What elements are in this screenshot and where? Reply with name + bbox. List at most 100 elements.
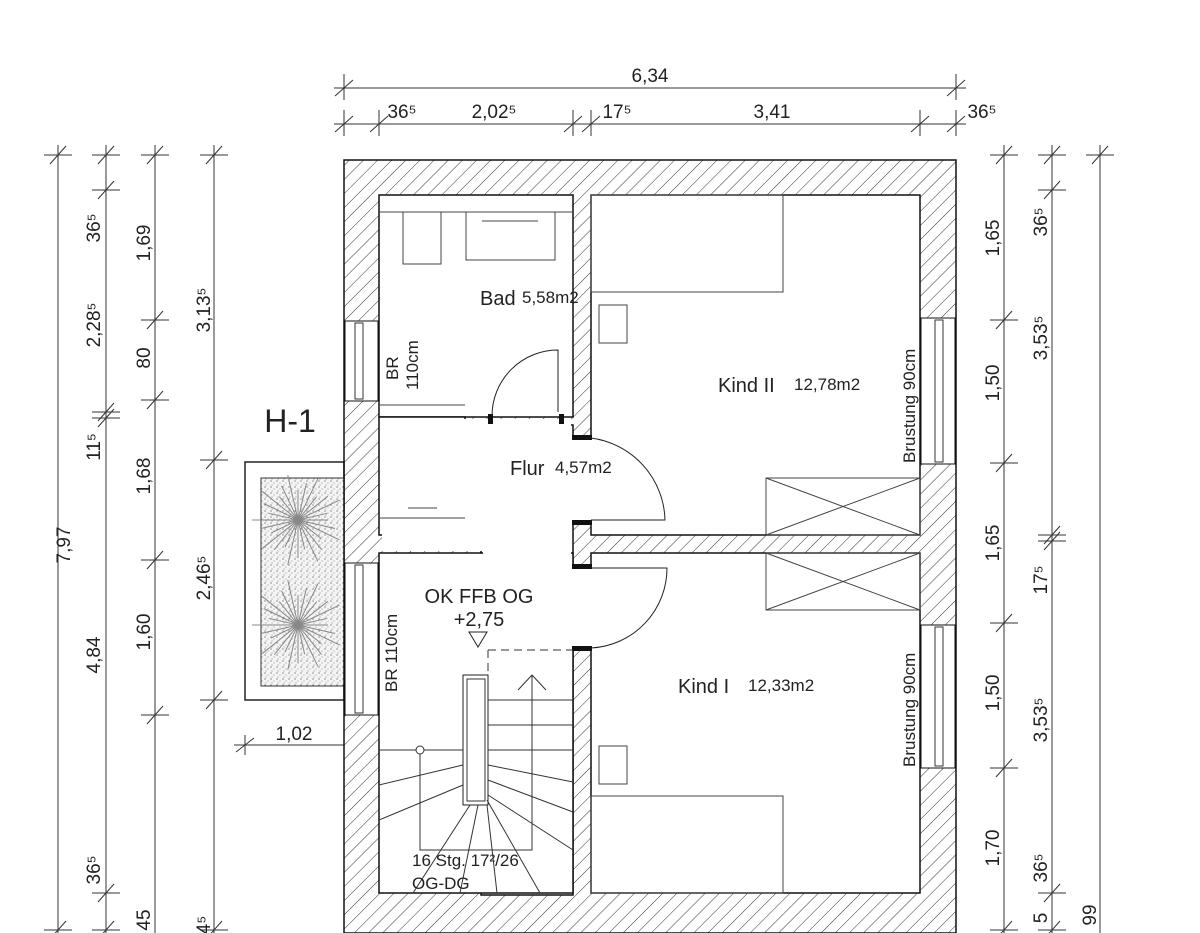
dimension-tick bbox=[270, 624, 299, 639]
dimension-tick bbox=[287, 475, 299, 521]
plan-title: H-1 bbox=[264, 403, 316, 439]
br-note: 110cm bbox=[403, 340, 422, 390]
dimension-tick bbox=[261, 490, 299, 521]
dimension-tick bbox=[146, 390, 164, 410]
dimension-tick bbox=[581, 115, 601, 133]
dimension-tick bbox=[334, 79, 354, 97]
dimension-tick bbox=[946, 79, 966, 97]
side-dimensions bbox=[44, 145, 1114, 933]
dimension-tick bbox=[146, 550, 164, 570]
dim-label: 4⁵ bbox=[194, 916, 215, 933]
dim-label: 1,50 bbox=[983, 675, 1004, 712]
dimension-tick bbox=[273, 519, 299, 551]
room-name-kind-2: Kind II bbox=[718, 375, 775, 397]
dimension-tick bbox=[1000, 920, 1013, 933]
dim-label: 7,97 bbox=[54, 527, 75, 564]
dim-top-seg: 2,02⁵ bbox=[472, 102, 517, 123]
dim-total-width: 6,34 bbox=[632, 66, 669, 87]
dimension-tick bbox=[281, 590, 299, 626]
dimension-tick bbox=[1048, 920, 1061, 933]
walls bbox=[343, 159, 957, 933]
dimension-tick bbox=[297, 496, 318, 521]
dimension-tick bbox=[102, 920, 115, 933]
dimension-tick bbox=[287, 519, 299, 565]
dimension-tick bbox=[284, 624, 299, 653]
room-area-kind-2: 12,78m2 bbox=[794, 375, 860, 394]
dimension-tick bbox=[297, 624, 319, 667]
dimension-tick bbox=[563, 115, 583, 133]
dimension-tick bbox=[297, 600, 329, 626]
dimension-tick bbox=[97, 883, 115, 903]
dimension-tick bbox=[287, 624, 299, 670]
dim-label: 3,13⁵ bbox=[194, 288, 215, 333]
room-name-flur: Flur bbox=[510, 458, 545, 480]
dimension-tick bbox=[97, 145, 115, 165]
brustung-note: Brustung 90cm bbox=[900, 349, 919, 463]
dimension-tick bbox=[995, 613, 1013, 633]
dimension-tick bbox=[210, 920, 223, 933]
dimension-tick bbox=[297, 519, 323, 551]
stair-note: OG-DG bbox=[412, 874, 470, 893]
dim-label: 1,68 bbox=[134, 458, 155, 495]
dim-label: 1,60 bbox=[134, 614, 155, 651]
balcony-dim: 1,02 bbox=[276, 724, 313, 745]
dimension-tick bbox=[297, 624, 336, 634]
dim-label: 36⁵ bbox=[1031, 207, 1052, 236]
dim-top-seg: 17⁵ bbox=[602, 102, 631, 123]
right-dimension-labels: 1,65 1,50 1,65 1,50 1,70 36⁵ 3,53⁵ 17⁵ 3… bbox=[983, 207, 1101, 925]
dimension-tick bbox=[946, 115, 966, 133]
dimension-tick bbox=[146, 145, 164, 165]
dim-label: 1,69 bbox=[134, 225, 155, 262]
dimension-tick bbox=[54, 920, 67, 933]
dimension-tick bbox=[369, 115, 389, 133]
dimension-tick bbox=[284, 519, 299, 548]
dimension-tick bbox=[278, 601, 299, 626]
dimension-tick bbox=[297, 617, 328, 626]
dimension-tick bbox=[1091, 145, 1109, 165]
room-area-bad: 5,58m2 bbox=[522, 288, 579, 307]
dimension-tick bbox=[268, 617, 299, 626]
level-marker-icon bbox=[468, 631, 488, 648]
dimension-tick bbox=[1043, 145, 1061, 165]
dimension-tick bbox=[297, 604, 340, 626]
dimension-tick bbox=[995, 758, 1013, 778]
dimension-tick bbox=[297, 583, 319, 626]
dim-label: 2,28⁵ bbox=[84, 303, 105, 348]
dim-label: 5 bbox=[1031, 913, 1052, 924]
balcony-planter: H-1 1,02 bbox=[234, 403, 345, 755]
room-area-kind-1: 12,33m2 bbox=[748, 676, 814, 695]
dimension-tick bbox=[287, 580, 299, 626]
dim-label: 1,65 bbox=[983, 525, 1004, 562]
stair-note: 16 Stg. 17²/26 bbox=[412, 851, 519, 870]
dimension-tick bbox=[995, 453, 1013, 473]
dim-label: 3,53⁵ bbox=[1031, 698, 1052, 743]
room-kind-2 bbox=[590, 194, 921, 536]
dim-top-seg: 3,41 bbox=[754, 102, 791, 123]
dimension-tick bbox=[205, 450, 223, 470]
dimension-tick bbox=[297, 624, 340, 646]
dimension-tick bbox=[1043, 883, 1061, 903]
dimension-tick bbox=[261, 595, 299, 626]
dimension-tick bbox=[278, 496, 299, 521]
dimension-tick bbox=[1043, 180, 1061, 200]
dimension-tick bbox=[260, 519, 299, 529]
top-dimensions: 6,34 36⁵ 2,02⁵ 17⁵ 3,41 36⁵ bbox=[334, 66, 997, 136]
left-dimension-labels: 7,97 36⁵ 2,28⁵ 11⁵ 4,84 36⁵ 45 1,69 80 1… bbox=[54, 213, 215, 933]
dim-label: 80 bbox=[134, 347, 155, 368]
room-name-bad: Bad bbox=[480, 288, 516, 310]
dimension-tick bbox=[49, 145, 67, 165]
dim-label: 11⁵ bbox=[84, 433, 105, 461]
dim-label: 17⁵ bbox=[1031, 565, 1052, 594]
dim-top-seg: 36⁵ bbox=[387, 102, 416, 123]
dimension-tick bbox=[334, 115, 354, 133]
dim-label: 36⁵ bbox=[84, 855, 105, 884]
dimension-tick bbox=[297, 587, 307, 626]
dimension-tick bbox=[263, 608, 299, 626]
dimension-tick bbox=[263, 503, 299, 521]
dimension-tick bbox=[297, 482, 307, 521]
dimension-tick bbox=[297, 519, 336, 529]
dimension-tick bbox=[97, 408, 115, 428]
dimension-tick bbox=[261, 624, 299, 655]
dimension-tick bbox=[297, 519, 322, 540]
